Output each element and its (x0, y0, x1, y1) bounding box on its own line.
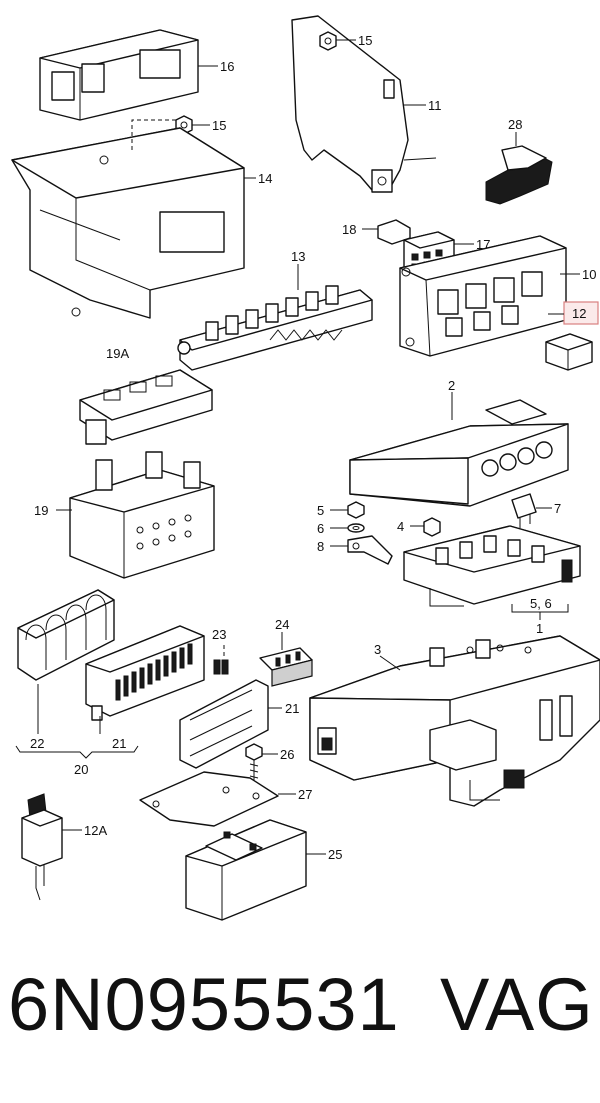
part-15-nut-b (319, 31, 337, 51)
callout-24: 24 (275, 617, 289, 632)
part-7-fuse (511, 493, 537, 528)
part-16-housing (39, 29, 199, 121)
part-19a-cover (79, 369, 213, 445)
part-27-plate (139, 771, 279, 827)
callout-16: 16 (220, 59, 234, 74)
callout-5: 5 (317, 503, 324, 518)
parts-exploded-diagram: 16 15 14 15 11 28 (11, 15, 600, 921)
callout-28: 28 (508, 117, 522, 132)
callout-15-lower: 15 (212, 118, 226, 133)
callout-22: 22 (30, 736, 44, 751)
callout-12a: 12A (84, 823, 107, 838)
callout-3: 3 (374, 642, 381, 657)
footer: 6N0955531 VAG (0, 968, 600, 1088)
callout-10: 10 (582, 267, 596, 282)
callout-15-upper: 15 (358, 33, 372, 48)
part-13-fuse-strip (177, 285, 373, 371)
part-22-clip-carrier (17, 589, 115, 681)
callout-25: 25 (328, 847, 342, 862)
callout-27: 27 (298, 787, 312, 802)
part-21-connector-block (85, 625, 205, 721)
callout-12: 12 (572, 306, 586, 321)
callout-7: 7 (554, 501, 561, 516)
part-number-label: 6N0955531 (8, 963, 400, 1046)
brand-label: VAG (440, 963, 594, 1046)
callout-23: 23 (212, 627, 226, 642)
callout-20: 20 (74, 762, 88, 777)
callout-21-lower: 21 (112, 736, 126, 751)
part-2-control-unit (349, 399, 569, 507)
callout-26: 26 (280, 747, 294, 762)
part-11-mounting-plate (291, 15, 437, 193)
callout-13: 13 (291, 249, 305, 264)
callout-1: 1 (536, 621, 543, 636)
part-12a-relay (21, 793, 63, 901)
callout-2: 2 (448, 378, 455, 393)
callout-5-6: 5, 6 (530, 596, 552, 611)
part-24-connector-strip (259, 647, 313, 687)
callout-4: 4 (397, 519, 404, 534)
callout-21-upper: 21 (285, 701, 299, 716)
callout-6: 6 (317, 521, 324, 536)
highlight-box-12 (563, 301, 599, 325)
part-21-panel (179, 679, 269, 769)
part-10-relay-carrier (399, 235, 567, 357)
part-26-bolt (245, 743, 263, 788)
part-1-fuse-holder (403, 525, 581, 607)
part-25-box (185, 819, 307, 921)
callout-19a: 19A (106, 346, 129, 361)
part-4-nut (423, 517, 441, 537)
part-14-bracket (11, 119, 245, 319)
callout-8: 8 (317, 539, 324, 554)
part-3-main-bracket (309, 635, 600, 807)
part-5-nut (347, 501, 365, 519)
part-6-washer (347, 523, 365, 533)
part-28-clip (485, 145, 553, 205)
part-8-cable-lug (347, 535, 393, 565)
part-19-housing (69, 451, 215, 579)
part-12-relay (545, 333, 593, 371)
callout-14: 14 (258, 171, 272, 186)
callout-19: 19 (34, 503, 48, 518)
callout-18: 18 (342, 222, 356, 237)
part-23-terminal (213, 642, 229, 675)
callout-11: 11 (428, 98, 442, 113)
